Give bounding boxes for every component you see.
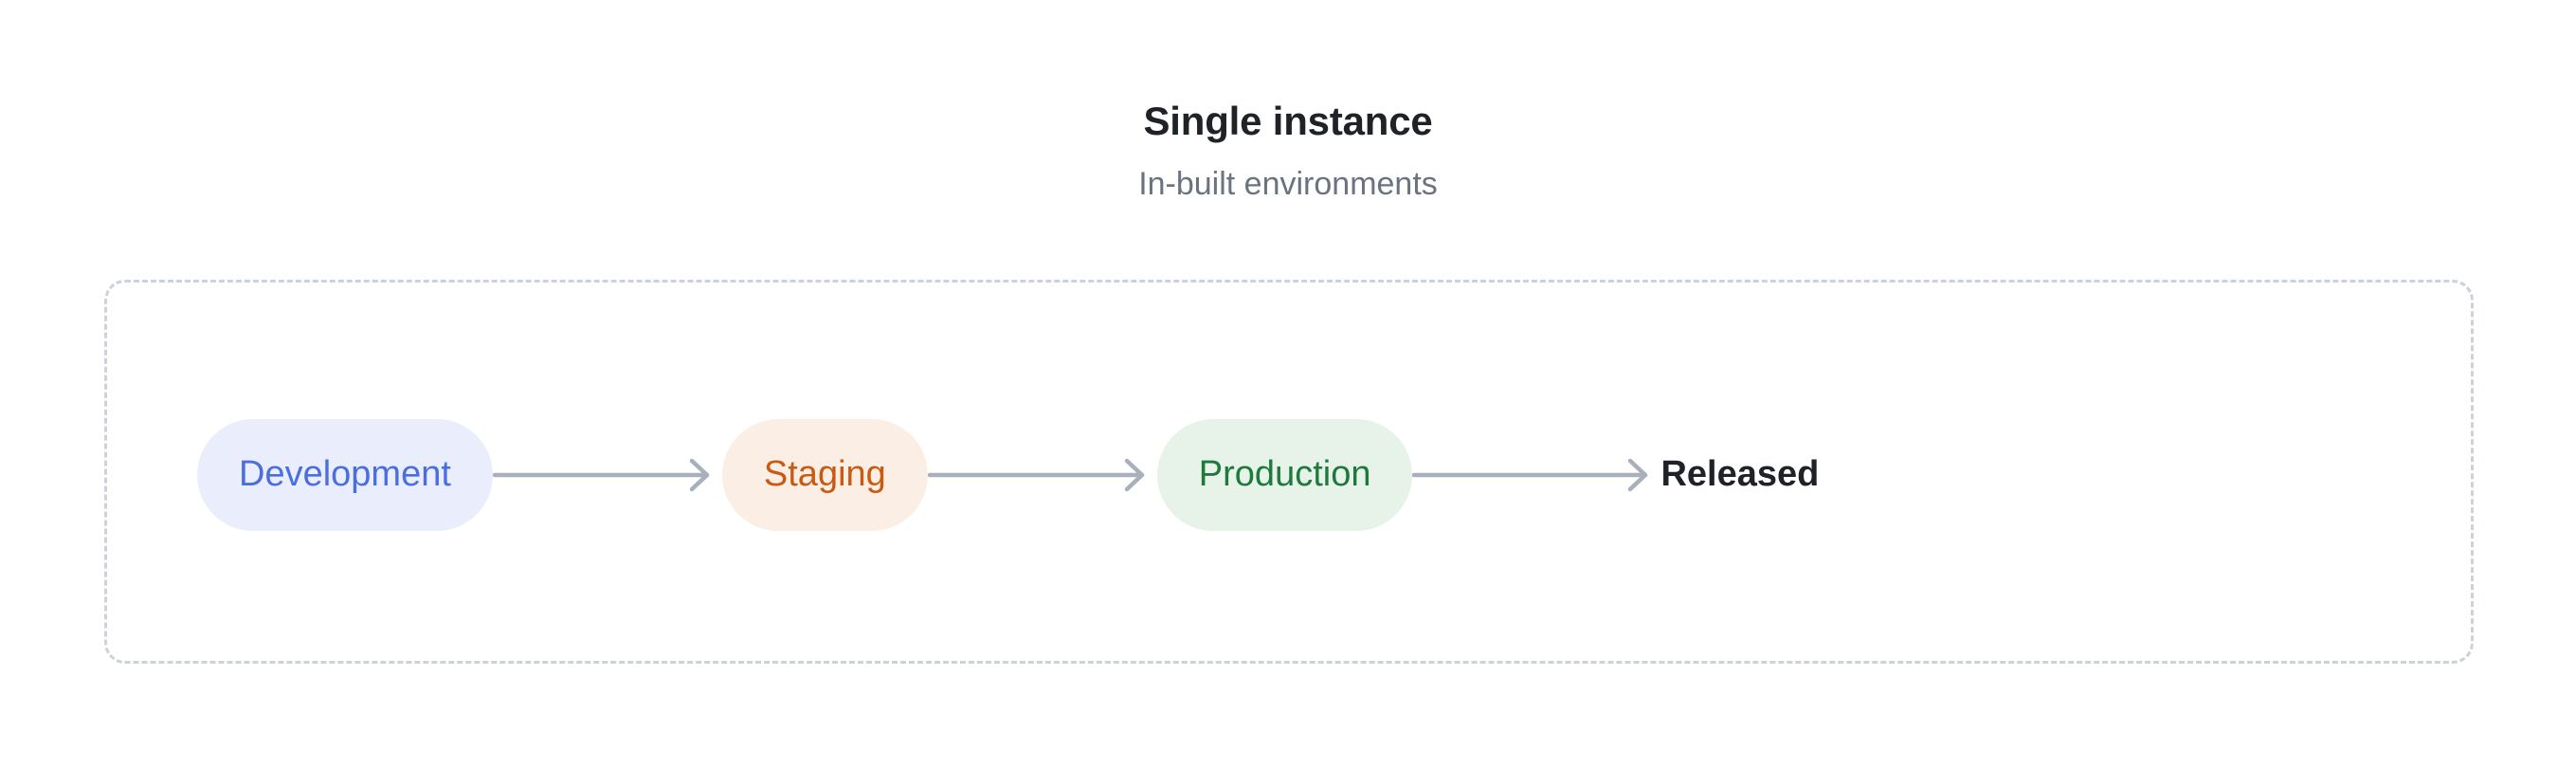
stage-staging-label: Staging [763, 454, 886, 494]
header: Single instance In-built environments [0, 97, 2576, 205]
stage-released: Released [1660, 419, 1819, 531]
environment-flow: Development Staging Production [197, 283, 1819, 667]
stage-development-label: Development [239, 454, 451, 494]
stage-staging[interactable]: Staging [721, 418, 928, 531]
environments-container: Development Staging Production [104, 280, 2474, 664]
arrow-right-icon [1412, 456, 1660, 494]
stage-released-label: Released [1660, 454, 1820, 494]
stage-development[interactable]: Development [197, 418, 493, 531]
arrow-right-icon [927, 456, 1157, 494]
arrow-right-icon [492, 456, 722, 494]
page-subtitle: In-built environments [1138, 166, 1438, 202]
stage-production-label: Production [1198, 454, 1371, 494]
page-title: Single instance [1143, 99, 1433, 143]
stage-production[interactable]: Production [1156, 418, 1413, 531]
